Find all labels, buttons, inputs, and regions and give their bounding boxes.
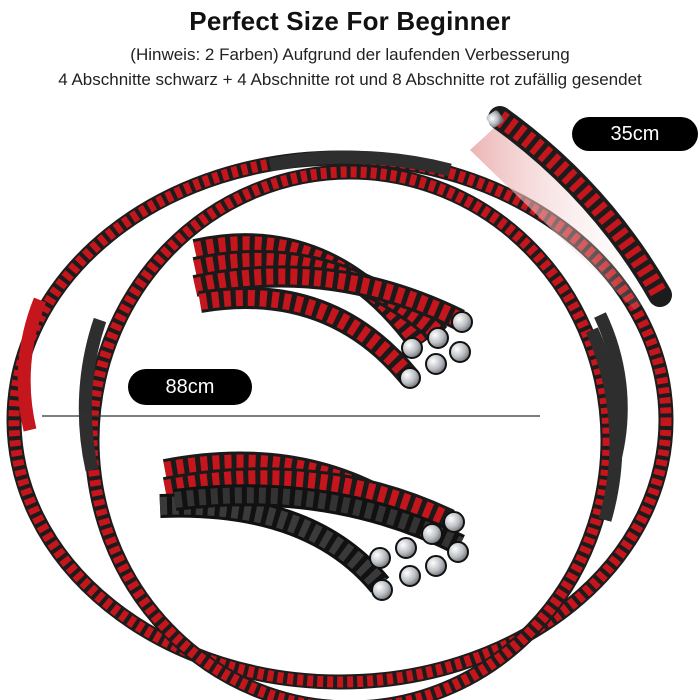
lower-segment-bundle bbox=[159, 451, 469, 601]
upper-segment-bundle bbox=[192, 233, 473, 389]
page-title: Perfect Size For Beginner bbox=[189, 6, 511, 36]
single-segment bbox=[470, 106, 672, 310]
segment-note: 4 Abschnitte schwarz + 4 Abschnitte rot … bbox=[58, 70, 642, 89]
segment-length-label: 35cm bbox=[572, 117, 698, 151]
outer-hoop bbox=[6, 150, 674, 690]
diameter-label: 88cm bbox=[128, 369, 252, 405]
color-note: (Hinweis: 2 Farben) Aufgrund der laufend… bbox=[130, 45, 570, 64]
inner-hoop bbox=[78, 164, 623, 700]
